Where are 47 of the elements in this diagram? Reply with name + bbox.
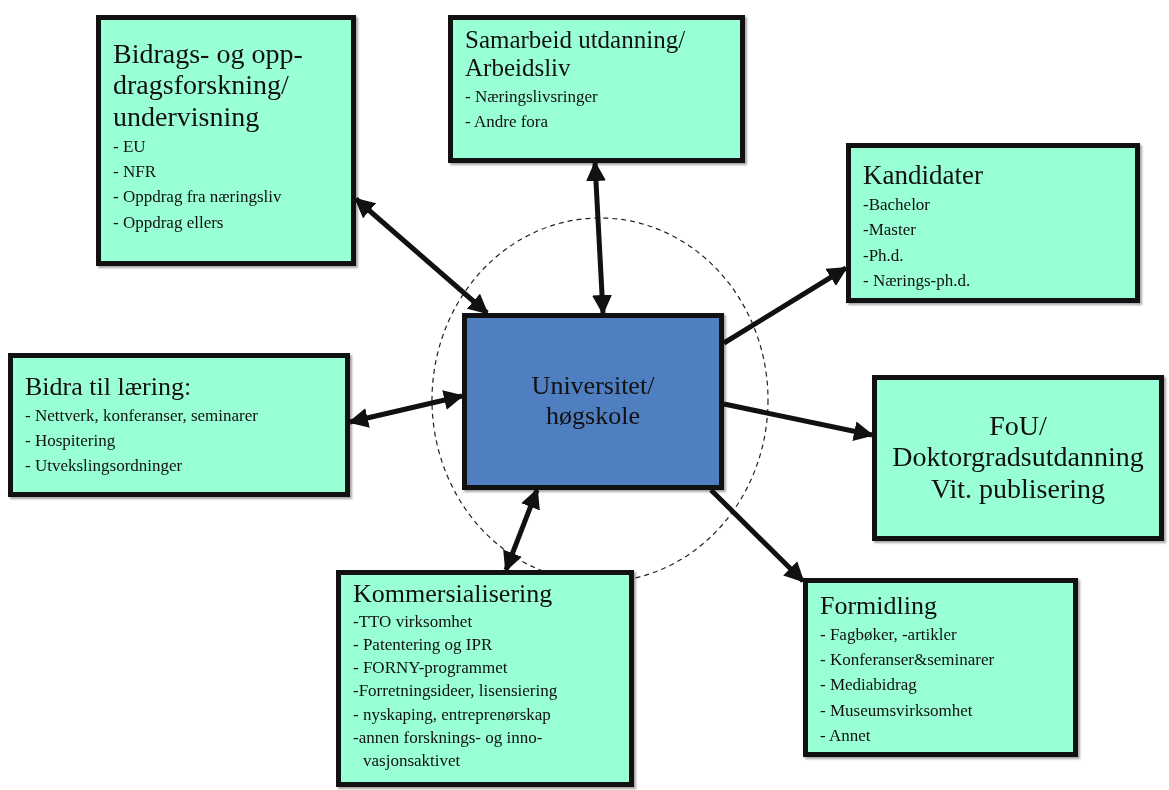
list-item: - Annet: [820, 724, 872, 747]
topic-box: [8, 353, 350, 497]
list-item: -Bachelor: [863, 194, 932, 217]
list-item: - Oppdrag ellers: [113, 211, 225, 234]
topic-box: [846, 143, 1140, 303]
list-item: - Mediabidrag: [820, 674, 918, 697]
list-item: -Master: [863, 219, 917, 242]
arrow: [503, 488, 540, 572]
box-heading: Kommersialisering: [353, 579, 554, 609]
list-item: - Fagbøker, -artikler: [820, 624, 958, 647]
list-item: -Ph.d.: [863, 244, 905, 267]
box-heading: Samarbeid utdanning/ Arbeidsliv: [465, 26, 687, 82]
box-heading: Formidling: [820, 591, 938, 621]
list-item: - Andre fora: [465, 111, 550, 134]
arrow: [723, 401, 874, 442]
list-item: - Næringslivsringer: [465, 86, 599, 108]
topic-box: [448, 15, 745, 163]
arrow: [585, 161, 613, 315]
topic-box: [872, 375, 1164, 541]
box-heading: Bidrags- og opp- dragsforskning/ undervisning: [113, 38, 304, 133]
topic-box: [336, 570, 634, 787]
box-heading: Kandidater: [863, 160, 984, 191]
list-item: - Patentering og IPR: [353, 634, 494, 657]
arrow: [348, 390, 464, 428]
list-item: - Nærings-ph.d.: [863, 269, 972, 292]
list-item: - Nettverk, konferanser, seminarer: [25, 405, 259, 428]
list-item: - NFR: [113, 161, 157, 184]
list-item: - FORNY-programmet: [353, 657, 509, 680]
topic-box: [803, 578, 1078, 757]
central-box: [462, 313, 724, 490]
arrow: [709, 488, 805, 583]
list-item: - nyskaping, entreprenørskap: [353, 703, 552, 726]
list-item: -Forretningsideer, lisensiering: [353, 680, 559, 703]
box-heading: FoU/ Doktorgradsutdanning Vit. publisering: [891, 409, 1145, 505]
list-item: - Konferanser&seminarer: [820, 649, 996, 672]
topic-box: [96, 15, 356, 266]
list-item: -TTO virksomhet: [353, 611, 474, 634]
list-item: - Utvekslingsordninger: [25, 455, 184, 478]
box-heading: Universitet/ høgskole: [530, 371, 656, 430]
arrow: [722, 265, 848, 346]
list-item: - Museumsvirksomhet: [820, 699, 974, 722]
list-item: -annen forsknings- og inno- vasjonsaktivet: [353, 726, 544, 772]
list-item: - Oppdrag fra næringsliv: [113, 186, 283, 209]
arrow: [354, 197, 489, 315]
list-item: - Hospitering: [25, 430, 117, 453]
box-heading: Bidra til læring:: [25, 372, 193, 402]
list-item: - EU: [113, 136, 147, 159]
